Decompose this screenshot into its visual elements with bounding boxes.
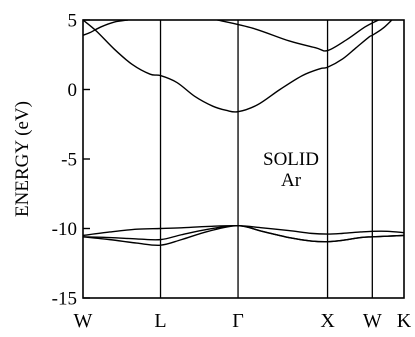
band-line-3	[216, 20, 380, 52]
band-line-6	[83, 225, 404, 246]
y-tick-label-1: 5	[68, 11, 78, 32]
kpoint-label-5: W	[363, 310, 382, 332]
annotation-solid: SOLID	[263, 149, 319, 170]
band-line-5	[83, 225, 404, 243]
plot-frame	[82, 19, 405, 299]
y-axis-label: ENERGY (eV)	[12, 101, 33, 217]
bands-layer	[83, 20, 404, 246]
y-tick-label-2: 0	[68, 80, 78, 101]
annotation-ar: Ar	[281, 170, 302, 191]
y-tick-label-4: -10	[52, 219, 77, 240]
band-line-2	[83, 20, 129, 36]
kpoint-label-4: X	[320, 310, 335, 332]
band-line-1	[83, 20, 393, 113]
band-line-4	[83, 224, 404, 237]
kpoint-lines-layer	[159, 20, 373, 298]
kpoint-label-3: Γ	[232, 310, 244, 332]
y-ticks-layer: 5 0 -5 -10 -15	[52, 11, 90, 310]
y-tick-label-5: -15	[52, 289, 77, 310]
y-tick-label-3: -5	[61, 150, 77, 171]
kpoint-label-2: L	[154, 310, 166, 332]
kpoint-label-6: K	[397, 310, 412, 332]
kpoint-label-1: W	[74, 310, 93, 332]
